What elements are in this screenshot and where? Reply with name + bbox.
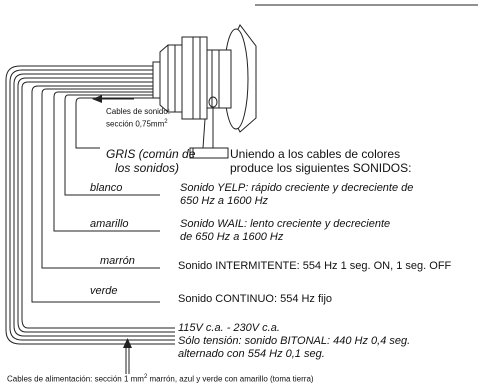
sound-cable-arrow-head (92, 95, 102, 103)
siren-horn-icon (152, 24, 257, 159)
sound-cables-label: Cables de sonido: sección 0,75mm2 (106, 107, 171, 129)
wire-description-yelp: Sonido YELP: rápido creciente y decrecie… (180, 182, 414, 207)
wire-description-continuo: Sonido CONTINUO: 554 Hz fijo (178, 293, 333, 305)
wire-description-wail: Sonido WAIL: lento creciente y decrecien… (180, 218, 391, 243)
gris-common-label: GRIS (común de los sonidos) (106, 147, 196, 175)
intro-text: Uniendo a los cables de colores produce … (230, 147, 412, 175)
wire-color-amarillo: amarillo (90, 218, 129, 230)
wire-description-intermitente: Sonido INTERMITENTE: 554 Hz 1 seg. ON, 1… (178, 260, 452, 272)
wire-color-blanco: blanco (90, 182, 123, 194)
wire-color-verde: verde (90, 285, 118, 297)
sound-cables (31, 85, 160, 303)
power-cable-arrow-head (123, 338, 132, 348)
power-description: 115V c.a. - 230V c.a. Sólo tensión: soni… (178, 322, 411, 360)
wire-color-marron: marrón (100, 255, 135, 267)
power-cables-label: Cables de alimentación: sección 1 mm2 ma… (7, 374, 314, 384)
power-cable-bundle (5, 65, 175, 345)
